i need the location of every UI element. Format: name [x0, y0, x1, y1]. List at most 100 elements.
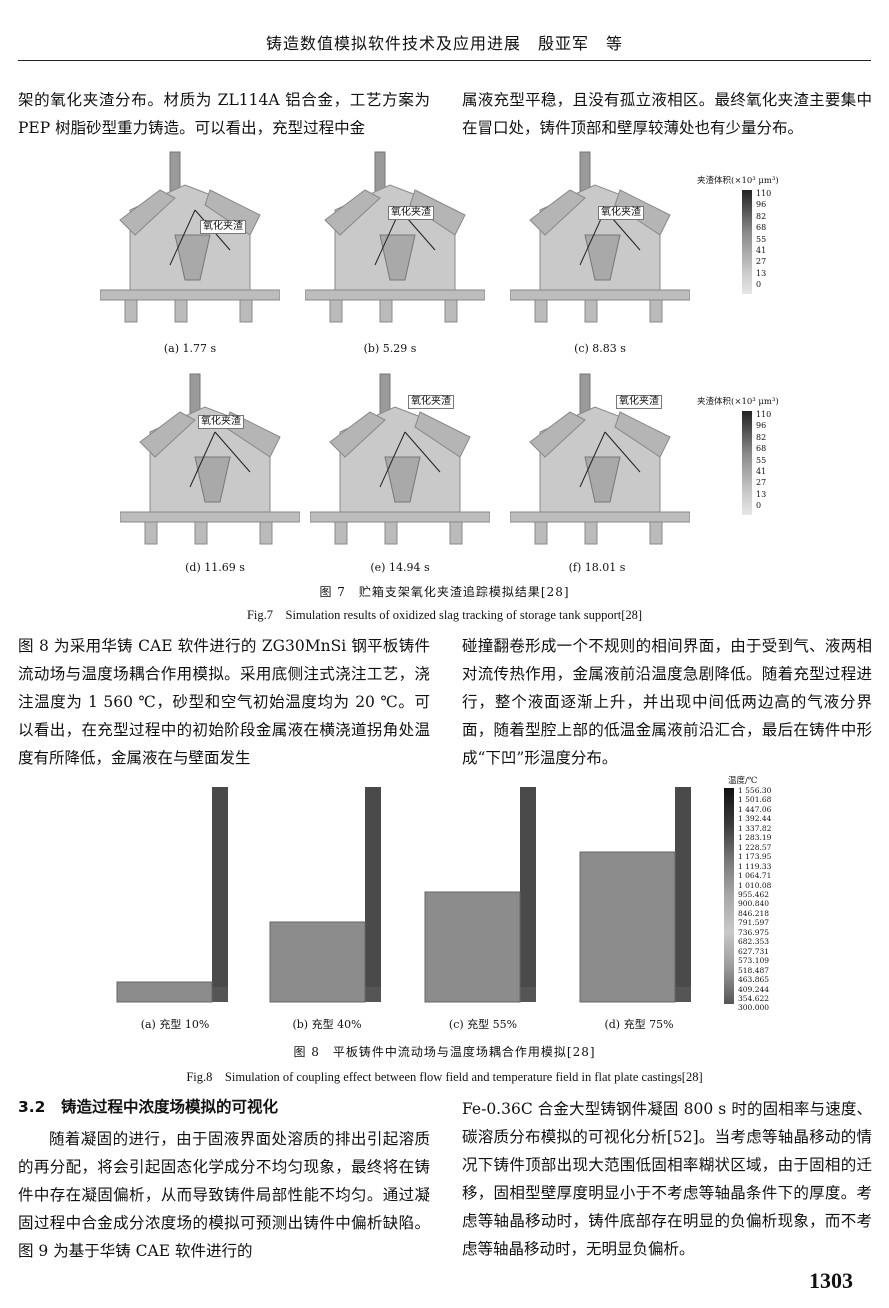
- riser-column: [675, 787, 691, 1002]
- fig8-legend-value: 736.975: [738, 927, 770, 937]
- sprue: [189, 373, 201, 415]
- fig7-subcaption-e: (e) 14.94 s: [370, 561, 430, 574]
- runner: [510, 511, 690, 523]
- fig7-annotation-f: 氧化夹渣: [616, 395, 662, 409]
- section-title: 3.2 铸造过程中浓度场模拟的可视化: [18, 1098, 278, 1116]
- foot-left: [334, 521, 348, 545]
- fig8-panel-a: [116, 787, 228, 1003]
- fig7-legend-top-value: 96: [756, 200, 767, 210]
- running-header: 铸造数值模拟软件技术及应用进展 殷亚军 等: [265, 34, 623, 53]
- middle-right-column: 碰撞翻卷形成一个不规则的相间界面，由于受到气、液两相对流传热作用，金属液前沿温度…: [462, 637, 872, 767]
- sprue: [374, 151, 386, 193]
- sprue: [379, 373, 391, 415]
- fig7-caption-en: Fig.7 Simulation results of oxidized sla…: [246, 608, 643, 622]
- right-rib: [414, 411, 471, 458]
- fig7-annotation-d: 氧化夹渣: [198, 415, 244, 429]
- fig7-legend-top-value: 27: [756, 257, 767, 267]
- annotation-arrow: [404, 431, 441, 473]
- left-rib: [529, 189, 586, 236]
- fig8-subcaption-b: (b) 充型 40%: [292, 1018, 362, 1031]
- fig8-legend-value: 1 173.95: [738, 852, 772, 862]
- fig7-legend-top-value: 68: [756, 223, 767, 233]
- fig8-legend-value: 1 119.33: [738, 861, 772, 871]
- center-cup: [584, 234, 621, 281]
- fig7-subcaption-a: (a) 1.77 s: [163, 342, 217, 355]
- bottom-right-column: Fe-0.36C 合金大型铸钢件凝固 800 s 时的固相率与速度、碳溶质分布模…: [462, 1100, 872, 1258]
- fig7-annotation-e: 氧化夹渣: [408, 395, 454, 409]
- fig8-panel-c: [424, 787, 536, 1003]
- metal-fill: [424, 891, 521, 1003]
- center-cup: [384, 456, 421, 503]
- foot-left: [329, 299, 343, 323]
- fig8-legend-value: 1 283.19: [738, 833, 772, 843]
- annotation-arrow: [604, 431, 641, 473]
- fig8-caption-cn: 图 8 平板铸件中流动场与温度场耦合作用模拟[28]: [293, 1045, 596, 1059]
- fig8-subcaption-a: (a) 充型 10%: [140, 1018, 210, 1031]
- foot-right: [444, 299, 458, 323]
- page-number: 1303: [809, 1268, 853, 1293]
- annotation-arrow: [214, 431, 251, 473]
- fig7-subcaption-d: (d) 11.69 s: [185, 561, 245, 574]
- foot-left: [534, 521, 548, 545]
- fig7-annotation-b: 氧化夹渣: [388, 206, 434, 220]
- fig7-legend-top-value: 55: [756, 234, 767, 244]
- header-rule: [18, 60, 871, 61]
- fig8-legend-value: 409.244: [738, 984, 770, 994]
- fig8-legend-value: 463.865: [738, 975, 770, 985]
- left-rib: [329, 411, 386, 458]
- fig7-legend-bottom-value: 41: [756, 467, 767, 477]
- center-cup: [194, 456, 231, 503]
- fig8-legend-value: 1 392.44: [738, 814, 772, 824]
- fig7-subcaption-c: (c) 8.83 s: [574, 342, 626, 355]
- foot-right: [649, 299, 663, 323]
- fig8-legend-value: 627.731: [738, 946, 770, 956]
- fig7-legend-bottom-value: 68: [756, 444, 767, 454]
- foot-right: [259, 521, 273, 545]
- fig8-legend-value: 955.462: [738, 889, 770, 899]
- annotation-arrow: [379, 431, 406, 488]
- fig8-legend-value: 300.000: [738, 1003, 770, 1013]
- annotation-arrow: [169, 209, 196, 266]
- riser-column: [365, 787, 381, 1002]
- fig7-legend-bottom-value: 110: [756, 410, 772, 419]
- fig7-legend-top-value: 13: [756, 268, 767, 278]
- sprue: [579, 373, 591, 415]
- foot-right: [449, 521, 463, 545]
- foot-mid: [584, 299, 598, 323]
- intro-left-column: 架的氧化夹渣分布。材质为 ZL114A 铝合金，工艺方案为 PEP 树脂砂型重力…: [18, 91, 430, 137]
- fig8-subcaption-c: (c) 充型 55%: [448, 1018, 518, 1031]
- fig8-legend-bar: [724, 788, 734, 1004]
- fig8-legend-value: 791.597: [738, 918, 770, 928]
- fig8-legend-title: 温度/℃: [728, 776, 758, 786]
- fig7-caption-cn: 图 7 贮箱支架氧化夹渣追踪模拟结果[28]: [319, 585, 570, 599]
- fig8-legend-value: 1 064.71: [738, 871, 772, 881]
- fig7-legend-top-value: 0: [756, 280, 762, 290]
- center-cup: [584, 456, 621, 503]
- fig8-panel-b: [269, 787, 381, 1003]
- fig8-legend-value: 900.840: [738, 899, 770, 909]
- foot-mid: [584, 521, 598, 545]
- fig8-legend-value: 1 447.06: [738, 804, 772, 814]
- fig7-annotation-c: 氧化夹渣: [598, 206, 644, 220]
- fig7-legend-bottom-value: 96: [756, 421, 767, 431]
- fig7-legend-bottom-value: 13: [756, 489, 767, 499]
- fig7-subcaption-f: (f) 18.01 s: [568, 561, 626, 574]
- left-rib: [529, 411, 586, 458]
- foot-left: [124, 299, 138, 323]
- runner: [305, 289, 485, 301]
- right-rib: [409, 189, 466, 236]
- fig7-subcaption-b: (b) 5.29 s: [363, 342, 417, 355]
- fig8-legend-value: 1 501.68: [738, 795, 772, 805]
- intro-right-column: 属液充型平稳，且没有孤立液相区。最终氧化夹渣主要集中在冒口处，铸件顶部和壁厚较薄…: [462, 91, 872, 137]
- fig8-caption-en: Fig.8 Simulation of coupling effect betw…: [186, 1070, 703, 1084]
- fig7-legend-title-bottom: 夹渣体积(×10³ μm³): [697, 397, 779, 407]
- metal-fill: [269, 921, 366, 1003]
- fig8-subcaption-d: (d) 充型 75%: [604, 1018, 674, 1031]
- sprue: [169, 151, 181, 193]
- left-rib: [324, 189, 381, 236]
- fig7-legend-bar-top: [742, 190, 752, 294]
